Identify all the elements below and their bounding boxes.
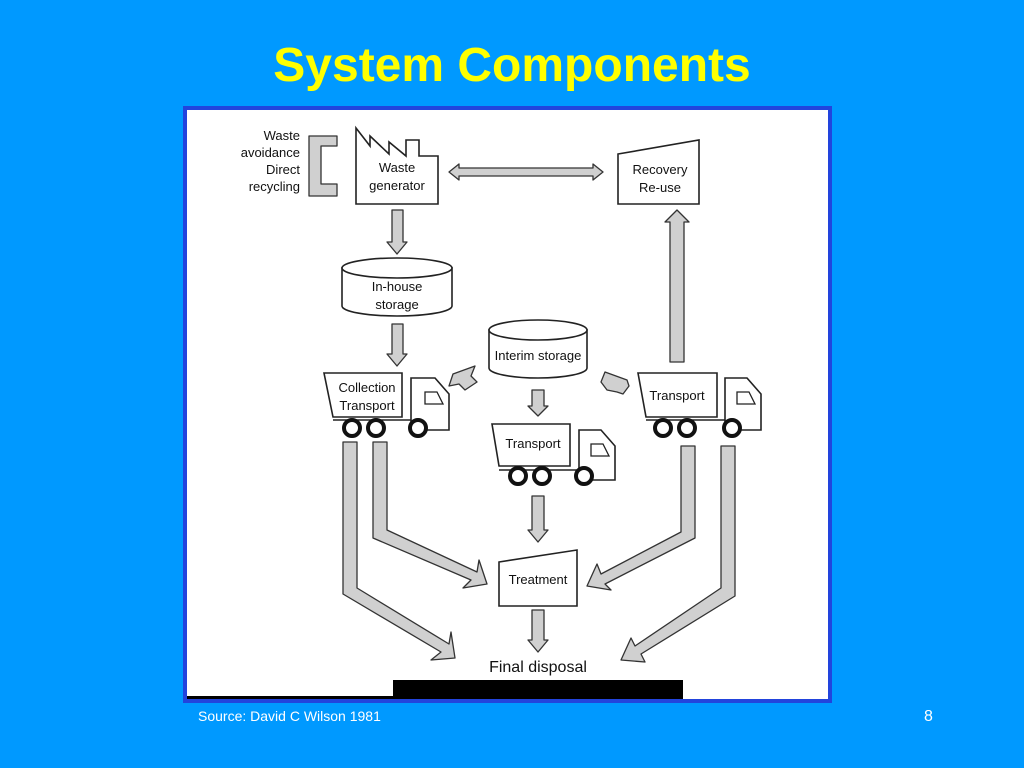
avoidance-bracket [308, 135, 338, 197]
bottom-bar [393, 680, 683, 699]
arrow-transport-recovery [664, 209, 690, 363]
figure-canvas: Waste avoidance Direct recycling Waste g… [187, 110, 828, 699]
final-disposal-label: Final disposal [489, 659, 587, 676]
arrow-right-disposal [620, 445, 736, 663]
svg-text:avoidance: avoidance [241, 145, 300, 160]
svg-text:Re-use: Re-use [639, 180, 681, 195]
svg-text:Treatment: Treatment [509, 572, 568, 587]
inhouse-storage-cylinder: In-house storage [341, 257, 453, 317]
arrow-collection-disposal [342, 441, 456, 661]
treatment-box: Treatment [498, 549, 578, 607]
arrow-interim-transport-center [527, 389, 549, 417]
svg-text:Transport: Transport [339, 398, 395, 413]
svg-text:Direct: Direct [266, 162, 300, 177]
svg-text:recycling: recycling [249, 179, 300, 194]
waste-system-diagram: Waste avoidance Direct recycling Waste g… [187, 125, 762, 699]
svg-text:Collection: Collection [338, 380, 395, 395]
waste-generator-factory: Waste generator [355, 125, 439, 205]
svg-text:Recovery: Recovery [633, 162, 688, 177]
arrow-inhouse-collection [386, 323, 408, 367]
transport-center-truck: Transport [491, 423, 616, 486]
recovery-box: Recovery Re-use [617, 139, 700, 205]
arrow-transport-treatment [527, 495, 549, 543]
svg-text:Waste: Waste [264, 128, 300, 143]
bottom-bar-left [187, 696, 393, 699]
svg-text:Interim storage: Interim storage [495, 348, 582, 363]
slide-title: System Components [273, 39, 751, 92]
svg-text:Transport: Transport [505, 436, 561, 451]
arrow-interim-collection [448, 365, 478, 391]
waste-avoidance-label: Waste avoidance Direct recycling [241, 128, 301, 194]
svg-text:storage: storage [375, 297, 418, 312]
interim-storage-cylinder: Interim storage [488, 319, 588, 379]
figure-frame: Waste avoidance Direct recycling Waste g… [183, 106, 832, 703]
collection-transport-truck: Collection Transport [323, 372, 450, 438]
svg-text:generator: generator [369, 178, 425, 193]
svg-text:Waste: Waste [379, 160, 415, 175]
svg-text:In-house: In-house [372, 279, 423, 294]
transport-right-truck: Transport [637, 372, 762, 438]
arrow-treatment-disposal [527, 609, 549, 653]
svg-text:Transport: Transport [649, 388, 705, 403]
page-number: 8 [924, 708, 933, 725]
source-citation: Source: David C Wilson 1981 [198, 708, 381, 724]
arrow-generator-recovery [448, 163, 604, 181]
arrow-right-treatment [586, 445, 696, 591]
arrow-interim-transport-right [600, 371, 630, 395]
arrow-generator-inhouse [386, 209, 408, 255]
arrow-collection-treatment [372, 441, 488, 589]
